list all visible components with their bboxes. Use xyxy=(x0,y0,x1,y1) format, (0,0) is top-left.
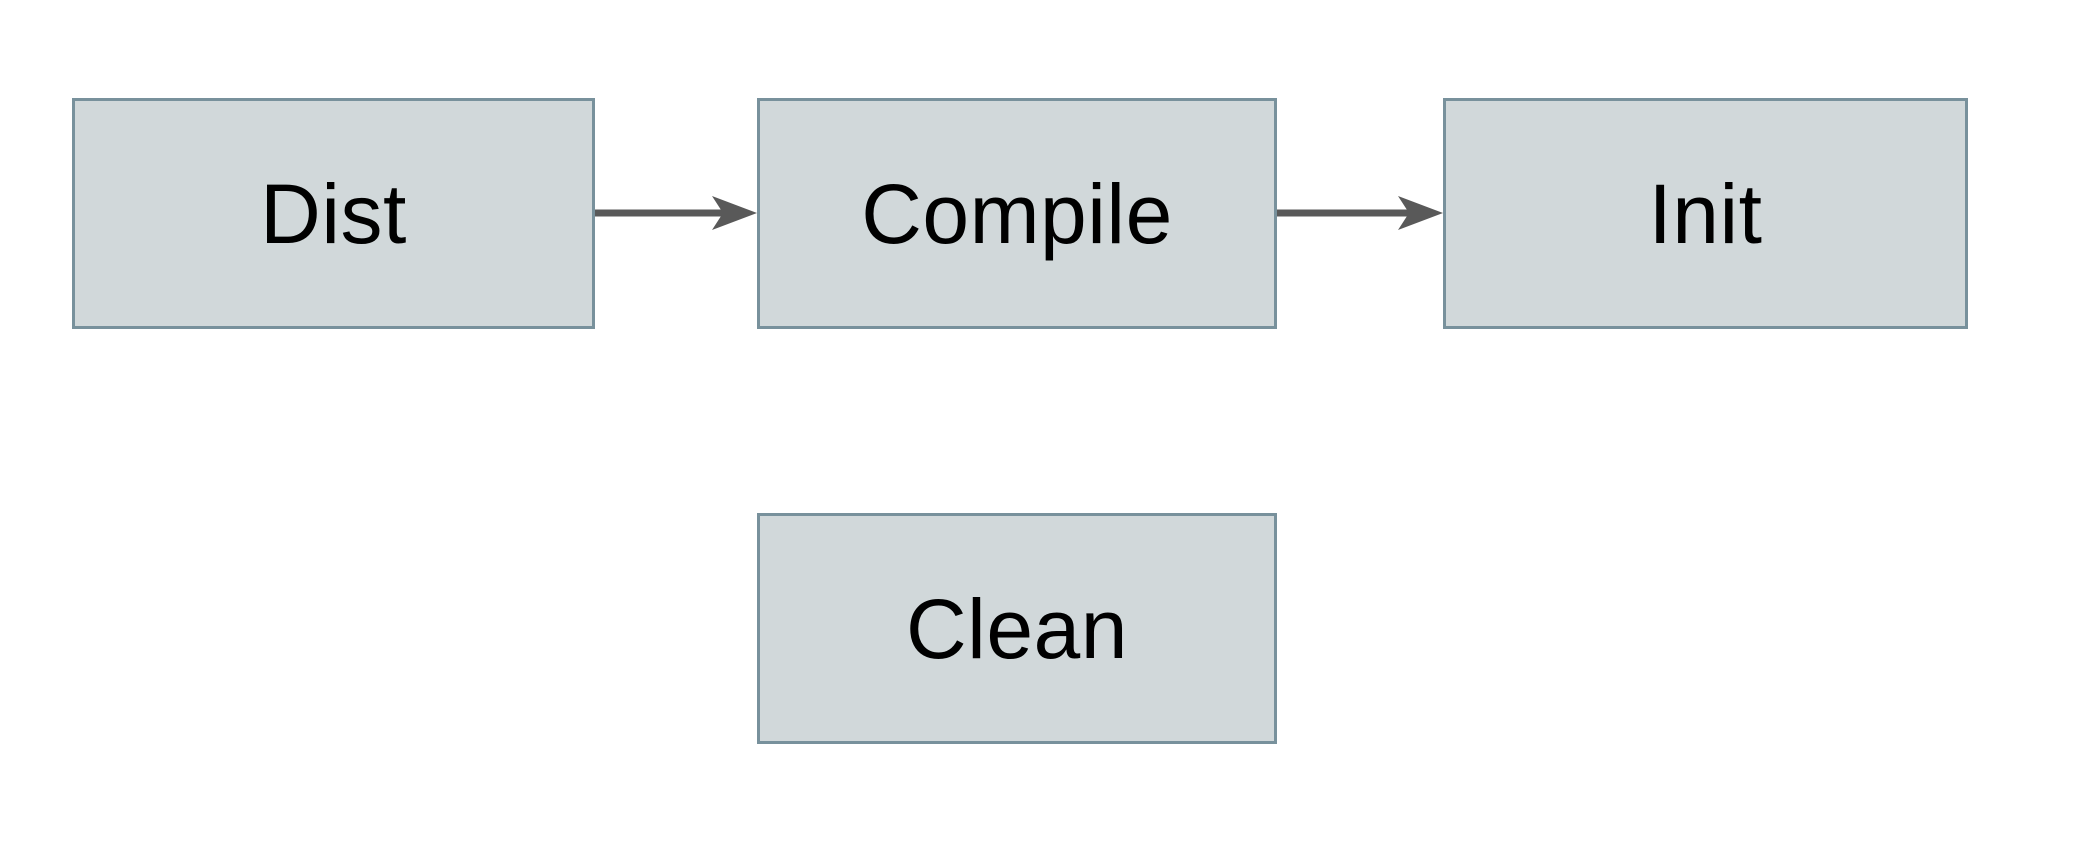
node-compile-label: Compile xyxy=(861,166,1173,261)
node-init: Init xyxy=(1443,98,1968,329)
node-compile: Compile xyxy=(757,98,1277,329)
arrowhead-icon xyxy=(712,196,757,230)
node-dist: Dist xyxy=(72,98,595,329)
node-init-label: Init xyxy=(1648,166,1763,261)
arrow-compile-to-init xyxy=(1277,196,1443,230)
node-clean-label: Clean xyxy=(906,581,1128,676)
arrowhead-icon xyxy=(1398,196,1443,230)
arrow-dist-to-compile xyxy=(595,196,757,230)
node-clean: Clean xyxy=(757,513,1277,744)
node-dist-label: Dist xyxy=(260,166,407,261)
